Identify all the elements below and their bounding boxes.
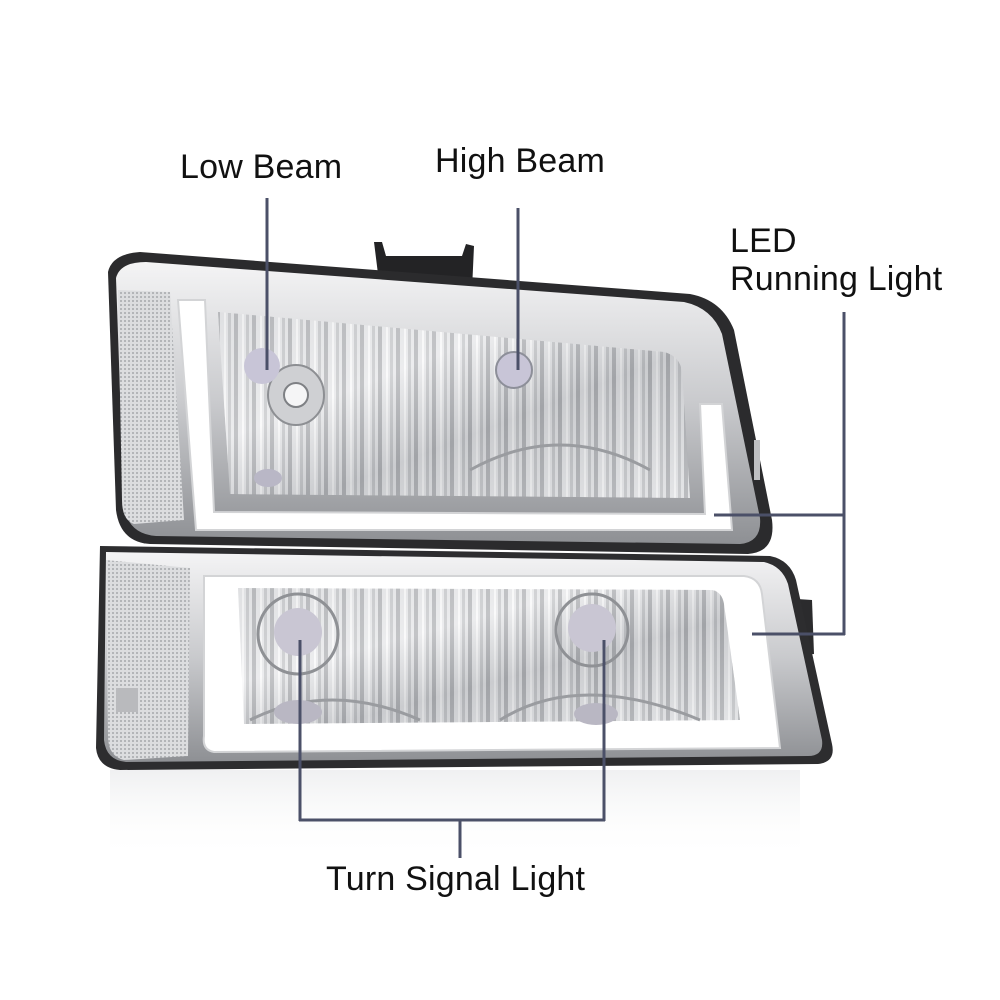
turn-signal-bulb-left: [274, 608, 322, 656]
high-beam-bulb: [495, 351, 533, 389]
low-beam-label: Low Beam: [180, 148, 343, 186]
turn-signal-leader: [298, 640, 606, 858]
turn-signal-light-label: Turn Signal Light: [326, 860, 586, 898]
low-beam-bulb: [244, 348, 280, 384]
high-beam-label: High Beam: [435, 142, 605, 180]
turn-signal-lamp-lower: [96, 546, 833, 770]
led-running-light-leader: [714, 312, 846, 636]
led-running-light-label: LED Running Light: [730, 222, 943, 298]
headlight-upper: [108, 252, 773, 554]
turn-signal-bulb-right: [568, 604, 616, 652]
leader-lines: [265, 198, 846, 858]
floor-reflection: [110, 770, 800, 860]
